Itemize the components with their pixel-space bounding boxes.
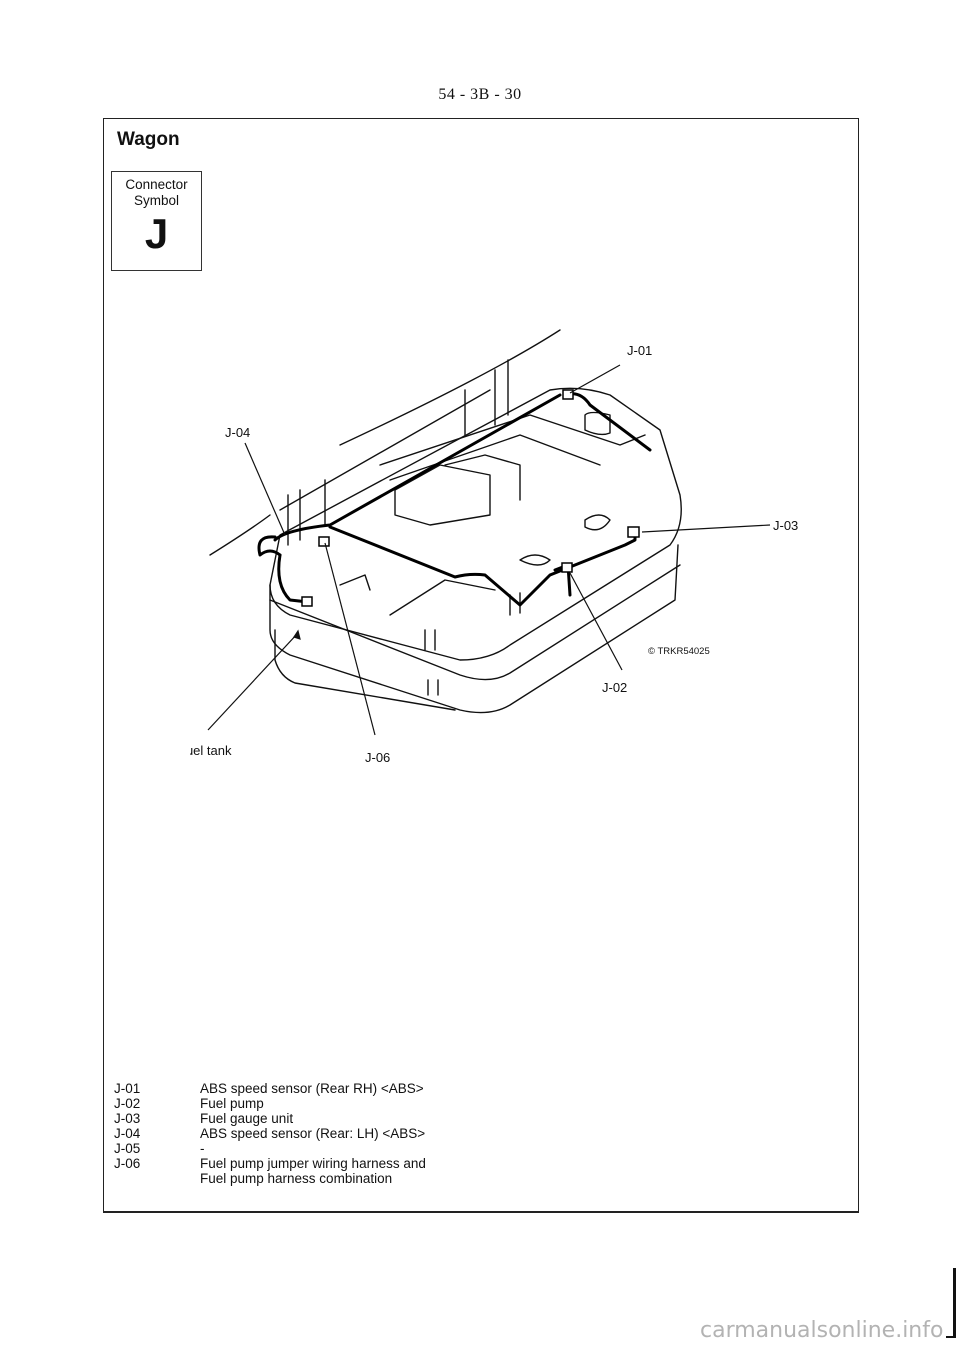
leader-arrow bbox=[293, 629, 301, 640]
fuel-tank-diagram: J-01 J-03 J-02 J-04 J-06 Fuel tank © TRK… bbox=[190, 329, 798, 765]
legend-code: J-02 bbox=[114, 1096, 141, 1111]
legend-row: J-01 ABS speed sensor (Rear RH) <ABS> bbox=[114, 1081, 426, 1096]
tank-recess bbox=[339, 574, 371, 591]
page-edge-tick bbox=[946, 1336, 956, 1338]
connector-j03 bbox=[627, 526, 640, 538]
section-title: Wagon bbox=[117, 129, 180, 150]
leader-j06 bbox=[324, 542, 376, 736]
tank-recess bbox=[389, 579, 496, 616]
leader-j04 bbox=[244, 442, 286, 536]
page-number: 54 - 3B - 30 bbox=[438, 86, 522, 103]
wiring-harness bbox=[277, 553, 310, 604]
legend-code: J-03 bbox=[114, 1111, 141, 1126]
watermark: carmanualsonline.info bbox=[700, 1318, 944, 1343]
tank-recess bbox=[584, 411, 611, 436]
legend-description: Fuel pump bbox=[200, 1096, 264, 1111]
body-line bbox=[279, 389, 491, 511]
leader-j03 bbox=[641, 524, 771, 533]
callout-fuel-tank: Fuel tank bbox=[190, 743, 232, 758]
connector-symbol-letter: J bbox=[144, 210, 169, 257]
legend-description: ABS speed sensor (Rear RH) <ABS> bbox=[200, 1081, 424, 1096]
tank-recess bbox=[519, 554, 551, 566]
tank-ridge bbox=[379, 414, 646, 466]
connector-j06 bbox=[318, 536, 330, 547]
body-line bbox=[209, 514, 271, 556]
connector-j04-clip bbox=[301, 596, 313, 607]
tank-bottom bbox=[274, 629, 456, 711]
tank-flange bbox=[269, 564, 681, 681]
body-line bbox=[339, 329, 561, 446]
bottom-rule bbox=[103, 1212, 859, 1213]
callout-j04: J-04 bbox=[225, 425, 250, 440]
diagram-frame bbox=[103, 118, 859, 1212]
legend-code: J-05 bbox=[114, 1141, 141, 1156]
leader-j01 bbox=[569, 364, 621, 394]
connector-symbol-box: Connector Symbol J bbox=[111, 171, 202, 271]
connector-j01 bbox=[562, 389, 574, 400]
legend-row: J-02 Fuel pump bbox=[114, 1096, 426, 1111]
legend-code: J-06 bbox=[114, 1156, 141, 1171]
wiring-harness bbox=[257, 535, 282, 557]
connector-symbol-label: Connector Symbol bbox=[125, 177, 188, 208]
tank-top bbox=[269, 387, 682, 661]
tank-recess bbox=[444, 454, 521, 501]
callout-j06: J-06 bbox=[365, 750, 390, 765]
tank-side bbox=[269, 544, 679, 714]
legend-description: Fuel pump jumper wiring harness and Fuel… bbox=[200, 1156, 426, 1186]
wiring-harness bbox=[328, 525, 637, 607]
legend-code: J-04 bbox=[114, 1126, 141, 1141]
callout-j03: J-03 bbox=[773, 518, 798, 533]
legend-row: J-03 Fuel gauge unit bbox=[114, 1111, 426, 1126]
legend-description: - bbox=[200, 1141, 205, 1156]
legend-code: J-01 bbox=[114, 1081, 141, 1096]
wiring-harness bbox=[273, 393, 562, 542]
callout-j01: J-01 bbox=[627, 343, 652, 358]
page-edge-mark bbox=[953, 1268, 956, 1338]
legend-description: ABS speed sensor (Rear: LH) <ABS> bbox=[200, 1126, 426, 1141]
tank-recess bbox=[584, 514, 611, 531]
legend-description: Fuel gauge unit bbox=[200, 1111, 294, 1126]
connector-j02 bbox=[561, 562, 573, 573]
leader-j02 bbox=[569, 572, 623, 671]
callout-j02: J-02 bbox=[602, 680, 627, 695]
figure-id: © TRKR54025 bbox=[648, 646, 710, 657]
legend-row: J-05 - bbox=[114, 1141, 426, 1156]
tank-recess bbox=[394, 464, 491, 526]
legend-row: J-04 ABS speed sensor (Rear: LH) <ABS> bbox=[114, 1126, 426, 1141]
legend-row: J-06 Fuel pump jumper wiring harness and … bbox=[114, 1156, 426, 1186]
leader-fuel-tank bbox=[207, 632, 299, 731]
